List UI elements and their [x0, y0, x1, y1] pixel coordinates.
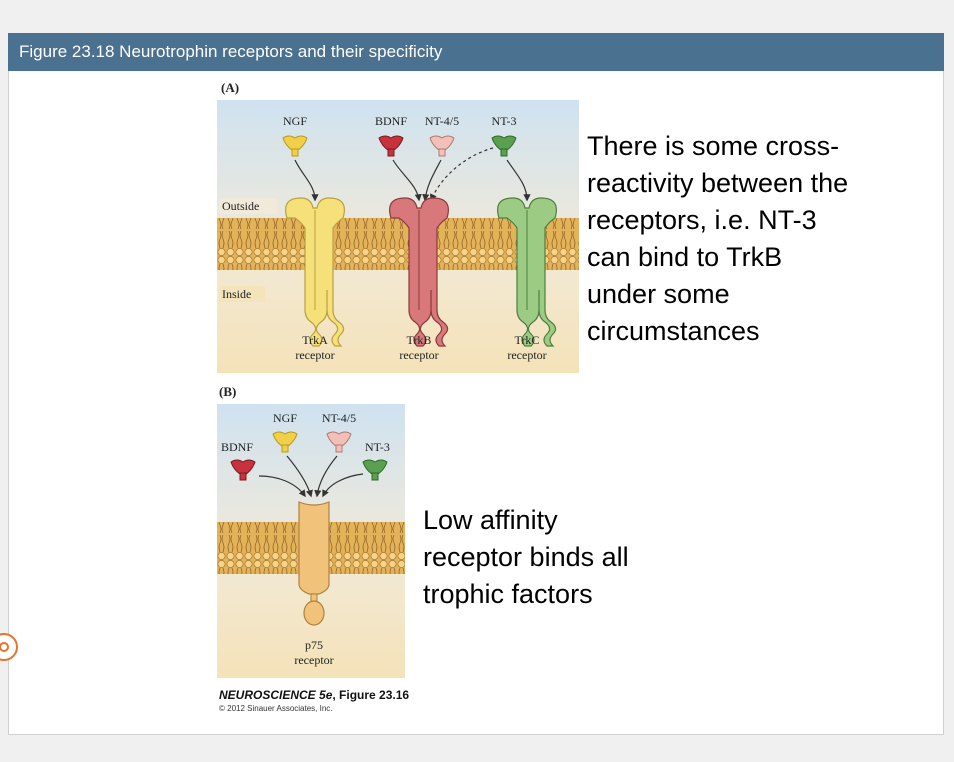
- ligand-label-ngf: NGF: [283, 114, 307, 128]
- p75-label: p75: [305, 638, 323, 652]
- arrow-nt45-trkb: [422, 159, 442, 202]
- ligand-label-nt45: NT-4/5: [425, 114, 459, 128]
- ligand-label-bdnf: BDNF: [375, 114, 407, 128]
- note-low-affinity: Low affinity receptor binds all trophic …: [423, 502, 629, 613]
- outside-label: Outside: [222, 199, 259, 213]
- arrow-ngf-trka: [294, 159, 319, 202]
- credit-line: NEUROSCIENCE 5e, Figure 23.16: [219, 688, 409, 702]
- arrow-nt3-trkb-dashed: [430, 147, 494, 202]
- credit-book: NEUROSCIENCE 5e: [219, 688, 333, 702]
- b-nt3-ligand-icon: [362, 459, 388, 481]
- b-bdnf-ligand-icon: [230, 459, 256, 481]
- trka-receptor: [285, 197, 345, 347]
- note-a-line: under some: [587, 279, 730, 309]
- note-b-line: Low affinity: [423, 505, 558, 535]
- note-b-line: receptor binds all: [423, 542, 629, 572]
- note-a-line: can bind to TrkB: [587, 242, 783, 272]
- panel-a-diagram: NGF BDNF NT-4/5 NT-3 Outside Inside: [217, 100, 579, 373]
- trka-label: TrkA: [302, 333, 328, 347]
- b-ligand-label-ngf: NGF: [273, 411, 297, 425]
- b-ngf-ligand-icon: [272, 431, 298, 453]
- trkc-receptor-label: receptor: [507, 348, 546, 362]
- panel-b-label: (B): [219, 384, 237, 399]
- b-nt45-ligand-icon: [326, 431, 352, 453]
- trkc-receptor: [497, 197, 557, 347]
- trkb-label: TrkB: [407, 333, 432, 347]
- panel-a-label: (A): [221, 80, 240, 95]
- note-b-line: trophic factors: [423, 579, 593, 609]
- arrow-bdnf-trkb: [392, 159, 422, 202]
- note-a-line: reactivity between the: [587, 168, 849, 198]
- b-arrow-nt45: [314, 455, 338, 498]
- trkb-receptor: [389, 197, 449, 347]
- b-ligand-label-nt45: NT-4/5: [322, 411, 356, 425]
- trka-receptor-label: receptor: [295, 348, 334, 362]
- panel-b-diagram: NGF NT-4/5 BDNF NT-3 p75 receptor: [217, 404, 405, 678]
- note-a-line: receptors, i.e. NT-3: [587, 205, 817, 235]
- trkb-receptor-label: receptor: [399, 348, 438, 362]
- inside-label: Inside: [222, 287, 251, 301]
- bdnf-ligand-icon: [378, 135, 404, 157]
- trkc-label: TrkC: [515, 333, 540, 347]
- nt3-ligand-icon: [491, 135, 517, 157]
- note-a-line: circumstances: [587, 316, 760, 346]
- note-cross-reactivity: There is some cross- reactivity between …: [587, 128, 848, 350]
- b-arrow-bdnf: [258, 475, 306, 498]
- ngf-ligand-icon: [282, 135, 308, 157]
- b-ligand-label-bdnf: BDNF: [221, 440, 253, 454]
- side-nav-button-icon[interactable]: [0, 633, 18, 661]
- note-a-line: There is some cross-: [587, 131, 840, 161]
- arrow-nt3-trkc: [506, 159, 531, 202]
- nt45-ligand-icon: [429, 135, 455, 157]
- b-ligand-label-nt3: NT-3: [365, 440, 390, 454]
- credit-copyright: © 2012 Sinauer Associates, Inc.: [219, 704, 333, 713]
- ligand-label-nt3: NT-3: [492, 114, 517, 128]
- credit-figure: , Figure 23.16: [332, 688, 410, 702]
- b-arrow-nt3: [322, 473, 364, 498]
- p75-receptor-label: receptor: [294, 653, 333, 667]
- p75-receptor: [298, 501, 330, 626]
- figure-credit: NEUROSCIENCE 5e, Figure 23.16 © 2012 Sin…: [219, 688, 409, 713]
- figure-title: Figure 23.18 Neurotrophin receptors and …: [8, 33, 944, 71]
- b-arrow-ngf: [286, 455, 313, 498]
